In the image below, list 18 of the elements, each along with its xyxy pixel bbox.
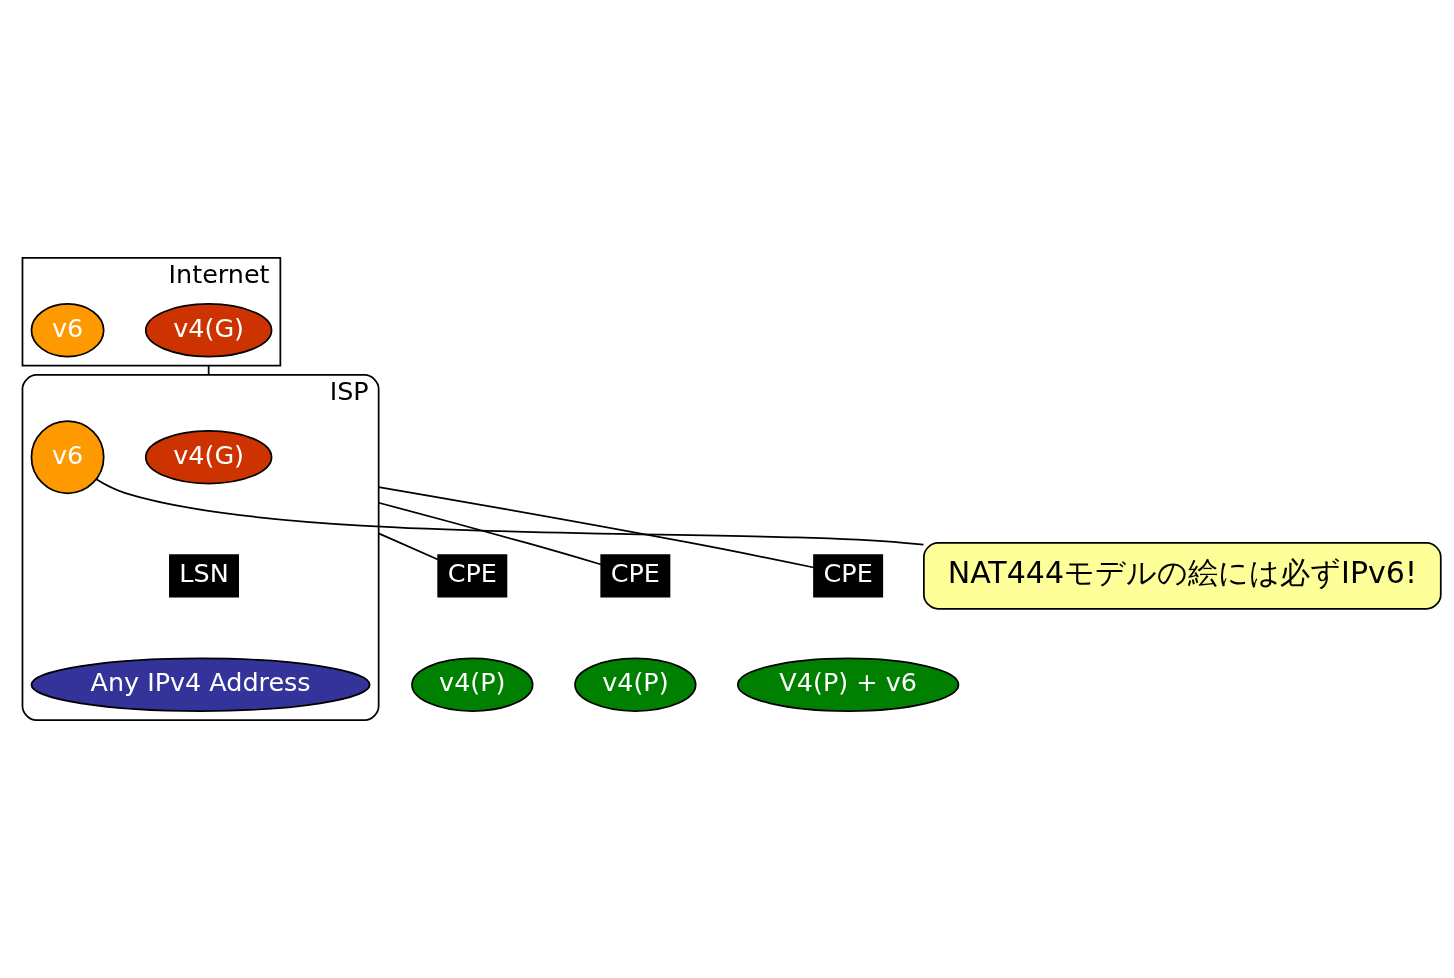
connector bbox=[377, 501, 602, 566]
node-ellipse: Any IPv4 Address bbox=[30, 657, 371, 712]
node-ellipse: v4(P) bbox=[574, 657, 697, 712]
node-circle: v6 bbox=[30, 420, 105, 495]
node-ellipse: v4(G) bbox=[144, 430, 273, 485]
node-box: CPE bbox=[813, 554, 884, 598]
node-ellipse: v4(G) bbox=[144, 303, 273, 358]
connector bbox=[95, 478, 925, 546]
node-box: LSN bbox=[169, 554, 239, 598]
node-box: CPE bbox=[600, 554, 671, 598]
node-ellipse: V4(P) + v6 bbox=[736, 657, 960, 712]
node-box: CPE bbox=[437, 554, 508, 598]
node-ellipse: v6 bbox=[30, 303, 105, 358]
connector bbox=[377, 532, 439, 561]
connector bbox=[207, 364, 210, 376]
connector bbox=[377, 486, 815, 569]
node-ellipse: v4(P) bbox=[411, 657, 534, 712]
node-box: NAT444モデルの絵には必ずIPv6! bbox=[923, 542, 1442, 610]
